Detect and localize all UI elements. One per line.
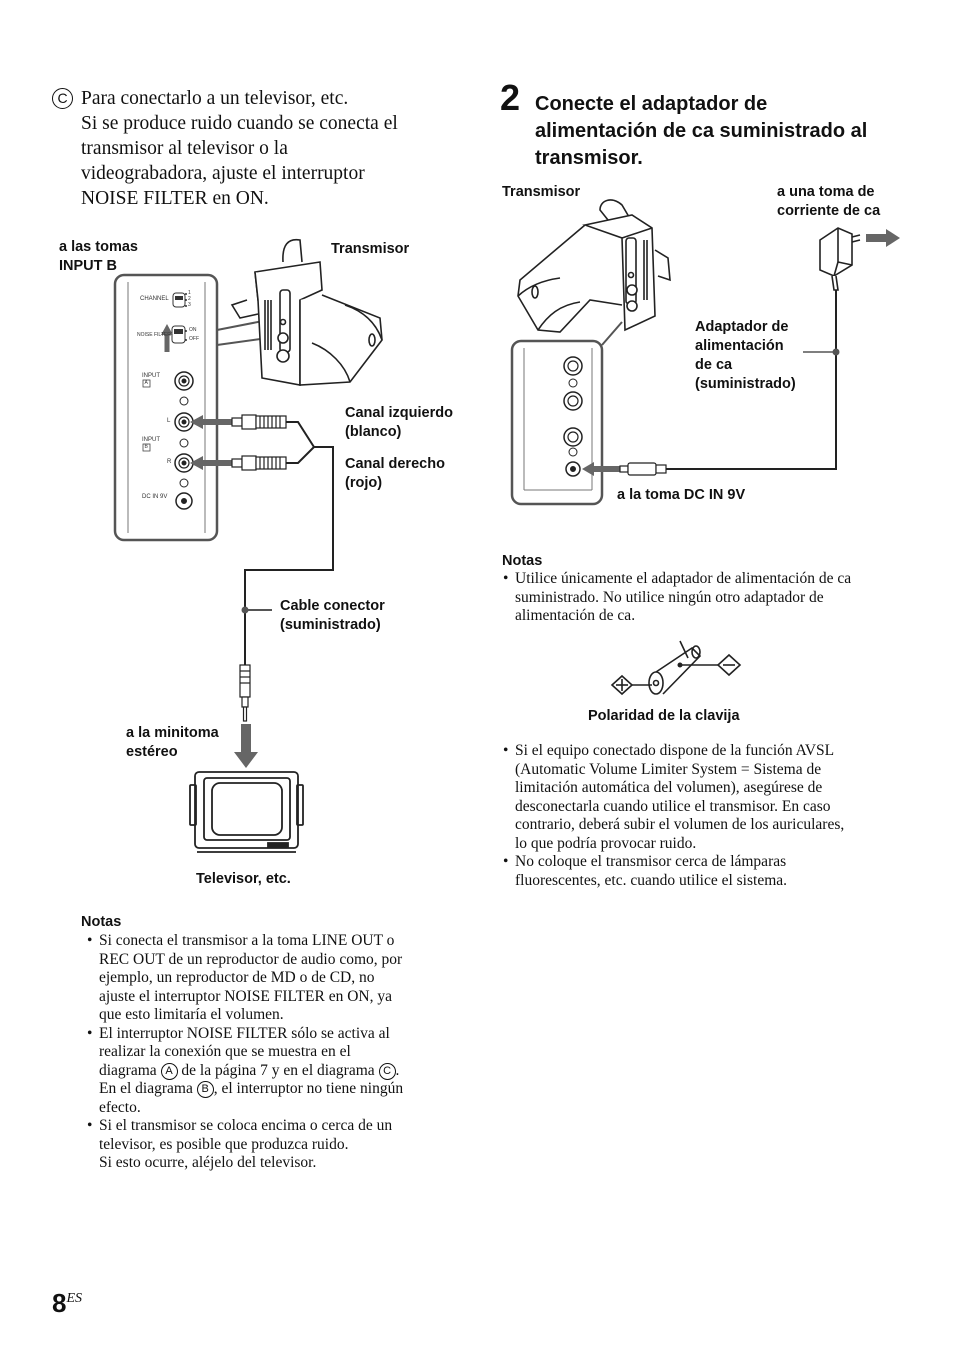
note-item: El interruptor NOISE FILTER sólo se acti… <box>85 1025 465 1118</box>
right-notes-title: Notas <box>502 553 543 569</box>
label-right-channel: Canal derecho (rojo) <box>345 456 445 491</box>
channel-switch-knob <box>175 296 183 300</box>
right-channel-arrow <box>190 456 232 470</box>
polarity-label: Polaridad de la clavija <box>588 708 740 724</box>
rca-plug-white <box>231 414 287 430</box>
panel-on-label: ON <box>189 327 197 333</box>
label-left-channel: Canal izquierdo (blanco) <box>345 405 453 440</box>
right-zoom-line <box>601 321 623 346</box>
panel-b-label: B <box>144 444 148 450</box>
input-b-led <box>179 438 189 448</box>
note-item: Si el equipo conectado dispone de la fun… <box>501 742 911 853</box>
rca-plug-red <box>231 455 287 471</box>
right-panel-jacks <box>563 356 583 477</box>
label-adapter: Adaptador de alimentación de ca (suminis… <box>695 319 796 392</box>
intro-text: Para conectarlo a un televisor, etc. Si … <box>81 86 481 211</box>
intro-line: videograbadora, ajuste el interruptor <box>81 163 365 184</box>
dc-arrow <box>582 462 620 476</box>
note-item: No coloque el transmisor cerca de lámpar… <box>501 853 911 890</box>
intro-line: Para conectarlo a un televisor, etc. <box>81 88 349 109</box>
label-transmitter-left: Transmisor <box>331 241 410 257</box>
section-badge-c: C <box>52 88 73 109</box>
plug-body <box>655 646 702 695</box>
cable-label-dot <box>241 606 249 614</box>
outlet-arrow <box>866 229 900 247</box>
page-number: 8ES <box>52 1288 83 1318</box>
label-minijack: a la minitoma estéreo <box>126 725 219 760</box>
panel-input-b-label: INPUT <box>142 437 160 443</box>
left-notes-list: Si conecta el transmisor a la toma LINE … <box>85 932 465 1173</box>
tv-arrow <box>234 724 258 768</box>
cable-leader-line <box>248 609 272 611</box>
panel-dc-label: DC IN 9V <box>142 494 168 500</box>
label-dc-in: a la toma DC IN 9V <box>617 487 746 503</box>
panel-channel-num: 1 <box>188 290 191 296</box>
step-number: 2 <box>500 77 521 118</box>
input-b-box <box>142 443 151 452</box>
noise-filter-arrow <box>161 324 173 352</box>
connecting-cable <box>244 421 334 665</box>
panel-channel-num: 3 <box>188 302 191 308</box>
panel-channel-label: CHANNEL <box>140 296 169 302</box>
input-a-jack <box>174 371 194 391</box>
right-notes-list-2: Si el equipo conectado dispone de la fun… <box>501 742 911 890</box>
note-item: Si conecta el transmisor a la toma LINE … <box>85 932 465 1025</box>
input-r-jack <box>174 453 194 473</box>
note-item: Utilice únicamente el adaptador de alime… <box>501 570 911 626</box>
badge-a: A <box>160 1062 178 1080</box>
badge-b: B <box>196 1081 214 1098</box>
transmitter-device-right <box>517 199 671 333</box>
left-notes-title: Notas <box>81 914 122 930</box>
panel-noise-label: NOISE FILTER <box>137 332 171 338</box>
dc-plug <box>619 462 667 476</box>
label-input-b: a las tomas INPUT B <box>59 239 138 274</box>
note-item: Si el transmisor se coloca encima o cerc… <box>85 1117 465 1173</box>
step-heading: Conecte el adaptador de alimentación de … <box>535 93 868 169</box>
intro-line: transmisor al televisor o la <box>81 138 288 159</box>
panel-l-label: L <box>167 418 171 424</box>
label-outlet: a una toma de corriente de ca <box>777 184 881 219</box>
panel-input-a-label: INPUT <box>142 373 160 379</box>
input-a-box <box>142 379 151 388</box>
plug-tip <box>648 671 664 695</box>
stereo-minijack <box>239 664 251 722</box>
minus-symbol-diamond <box>716 653 742 677</box>
intro-line: NOISE FILTER en ON. <box>81 188 269 209</box>
page-suffix: ES <box>66 1291 83 1306</box>
right-back-panel-frame <box>510 339 604 506</box>
dc-led <box>179 478 189 488</box>
panel-channel-num: 2 <box>188 296 191 302</box>
television <box>189 771 304 853</box>
ac-adapter <box>819 227 861 291</box>
badge-c: C <box>378 1062 396 1080</box>
label-tv: Televisor, etc. <box>196 871 291 887</box>
left-channel-arrow <box>190 415 232 429</box>
dc-in-jack <box>175 492 193 510</box>
panel-off-label: OFF <box>189 336 199 342</box>
intro-line: Si se produce ruido cuando se conecta el <box>81 113 398 134</box>
noise-filter-knob <box>174 329 183 334</box>
adapter-label-dot <box>832 348 840 356</box>
label-transmitter-right: Transmisor <box>502 184 581 200</box>
connecting-cable-red <box>286 446 315 464</box>
transmitter-device-left <box>230 238 383 386</box>
label-cable: Cable conector (suministrado) <box>280 598 385 633</box>
panel-a-label: A <box>144 380 148 386</box>
input-a-led <box>179 396 189 406</box>
back-panel-frame <box>113 273 219 542</box>
right-notes-list-1: Utilice únicamente el adaptador de alime… <box>501 570 911 626</box>
panel-r-label: R <box>167 459 172 465</box>
